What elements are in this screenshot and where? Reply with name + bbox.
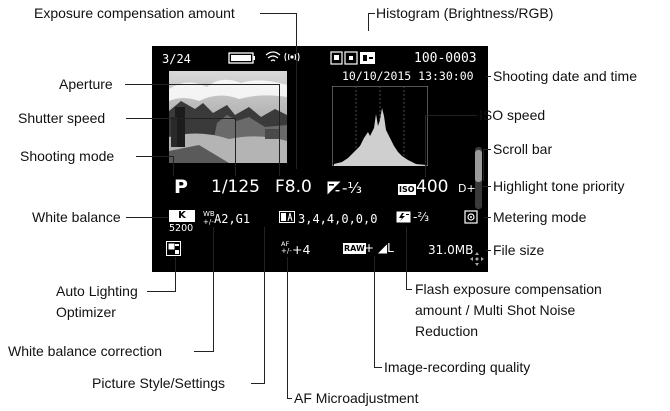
label-flash-line2: amount / Multi Shot Noise <box>415 302 576 318</box>
label-white-balance: White balance <box>32 209 121 225</box>
wb-shift-arrows: +/- <box>203 218 214 226</box>
label-iso-speed: ISO speed <box>479 107 546 123</box>
flash-comp-value: -⅔ <box>413 210 429 224</box>
label-shooting-date-time: Shooting date and time <box>493 68 637 84</box>
auto-lighting-optimizer-icon <box>166 241 181 256</box>
af-pm-icon: +/- <box>281 247 292 255</box>
flash-comp-icon <box>396 211 411 223</box>
label-file-size: File size <box>493 242 545 258</box>
exposure-comp-value: -⅓ <box>342 179 362 197</box>
label-aperture: Aperture <box>59 76 113 92</box>
camera-playback-screen: 3/24 100-0003 10/10/2015 13:30:00 <box>152 46 488 272</box>
file-number: 100-0003 <box>414 51 477 66</box>
battery-icon <box>228 52 255 64</box>
raw-badge: RAW <box>343 243 366 254</box>
image-quality-value: + ◢L <box>364 241 394 255</box>
label-highlight-tone-priority: Highlight tone priority <box>493 178 625 194</box>
label-flash-line1: Flash exposure compensation <box>415 281 602 297</box>
label-shooting-mode: Shooting mode <box>20 148 115 164</box>
label-image-recording-quality: Image-recording quality <box>384 359 531 375</box>
move-icon <box>470 252 484 266</box>
label-exposure-comp-amount: Exposure compensation amount <box>34 5 235 21</box>
label-histogram: Histogram (Brightness/RGB) <box>376 5 554 21</box>
picture-style-icon <box>279 211 295 223</box>
iso-badge: ISO <box>398 184 416 195</box>
iso-speed: 400 <box>416 177 449 197</box>
scroll-bar[interactable] <box>474 146 484 210</box>
exposure-comp-icon <box>327 181 341 195</box>
af-badge: AF <box>281 240 290 248</box>
wb-k-badge: K <box>169 210 195 222</box>
label-flash-line3: Reduction <box>415 323 479 339</box>
label-scroll-bar: Scroll bar <box>493 141 553 157</box>
label-wb-correction: White balance correction <box>8 343 163 359</box>
wb-color-temp: 5200 <box>169 223 194 234</box>
histogram <box>332 86 428 166</box>
label-alo-line1: Auto Lighting <box>56 283 138 299</box>
wb-shift-value: A2,G1 <box>214 212 251 226</box>
file-size-value: 31.0MB <box>428 243 474 257</box>
aperture-value: F8.0 <box>275 177 312 197</box>
metering-mode-icon <box>464 210 478 224</box>
af-microadjust-value: +4 <box>292 242 311 257</box>
image-count: 3/24 <box>162 52 191 66</box>
photo-thumbnail <box>169 71 287 163</box>
shooting-datetime: 10/10/2015 13:30:00 <box>342 69 474 83</box>
label-shutter-speed: Shutter speed <box>18 110 106 126</box>
label-af-microadjustment: AF Microadjustment <box>294 390 419 406</box>
shooting-mode: P <box>174 176 188 198</box>
picture-style-values: 3,4,4,0,0,0 <box>298 212 378 226</box>
wifi-off-icon <box>265 51 300 62</box>
shutter-speed: 1/125 <box>211 177 260 197</box>
label-alo-line2: Optimizer <box>56 304 116 320</box>
label-picture-style: Picture Style/Settings <box>92 375 226 391</box>
wb-shift-icon: WB <box>203 210 215 218</box>
protect-icons <box>330 51 375 65</box>
highlight-tone-priority: D+ <box>458 182 476 195</box>
label-metering-mode: Metering mode <box>493 209 587 225</box>
